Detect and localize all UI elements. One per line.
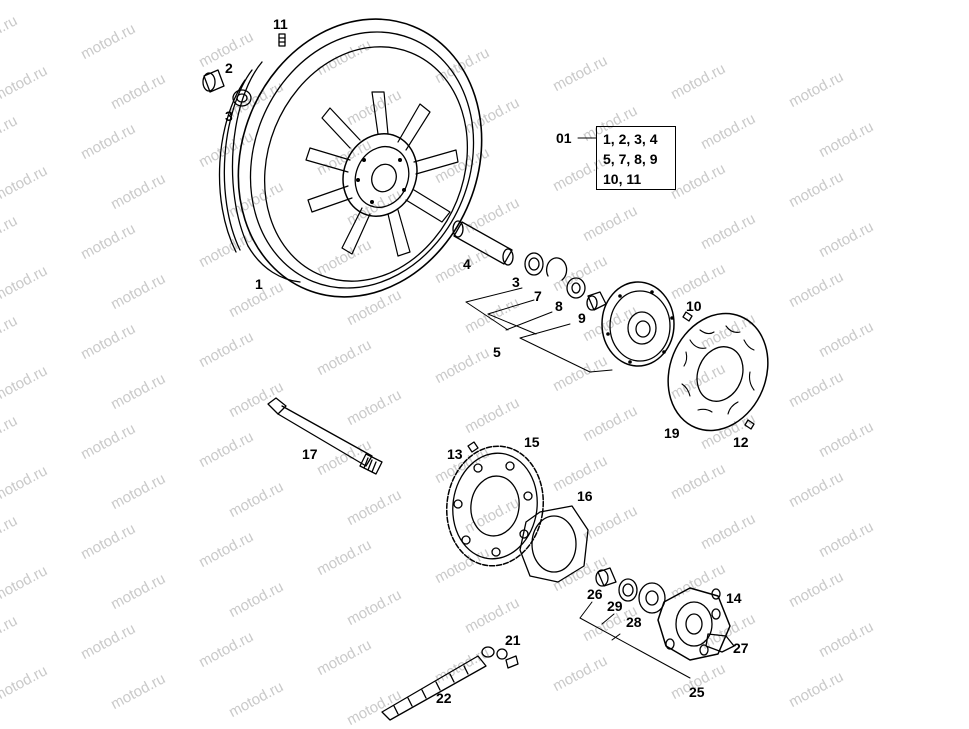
gasket-drawing [519,505,589,583]
callout-1: 1 [255,276,263,292]
callout-21: 21 [505,632,521,648]
callout-26: 26 [587,586,603,602]
callout-27: 27 [733,640,749,656]
disc-bolts-drawing [682,311,755,430]
callout-16: 16 [577,488,593,504]
callout-28: 28 [626,614,642,630]
callout-12: 12 [733,434,749,450]
callout-14: 14 [726,590,742,606]
callout-25: 25 [689,684,705,700]
top-seal-ring-drawing [232,89,252,107]
sprocket-drawing [445,445,545,567]
sprocket-bolt-drawing [467,441,479,453]
kit-line-1: 1, 2, 3, 4 [603,131,658,147]
callout-7: 7 [534,288,542,304]
callout-5: 5 [493,344,501,360]
kit-line-3: 10, 11 [603,171,642,187]
chain-drawing [381,655,487,721]
kit-line-2: 5, 7, 8, 9 [603,151,658,167]
callout-2: 2 [225,60,233,76]
brake-disc-drawing [667,312,769,432]
callout-10: 10 [686,298,702,314]
leader-lines [465,137,691,679]
master-link-drawing [481,646,519,669]
sprocket-carrier-drawing [595,567,735,661]
callout-19: 19 [664,425,680,441]
kit-contents-box: 1, 2, 3, 4 5, 7, 8, 9 10, 11 [596,126,676,190]
callout-3b: 3 [512,274,520,290]
callout-22: 22 [436,690,452,706]
callout-29: 29 [607,598,623,614]
callout-11: 11 [273,16,288,32]
callout-13: 13 [447,446,463,462]
spacer-tube-drawing [452,220,514,266]
valve-bush-drawing [202,69,225,93]
hub-flange-drawing [601,281,675,367]
rear-wheel-drawing [218,18,483,298]
axle-drawing [267,397,383,475]
callout-17: 17 [302,446,318,462]
callout-15: 15 [524,434,540,450]
callout-8: 8 [555,298,563,314]
callout-9: 9 [578,310,586,326]
bearing-seals-drawing [524,252,607,311]
callout-4: 4 [463,256,471,272]
callout-3a: 3 [225,108,233,124]
kit-number: 01 [556,130,572,146]
nipple-screw-drawing [278,33,286,47]
